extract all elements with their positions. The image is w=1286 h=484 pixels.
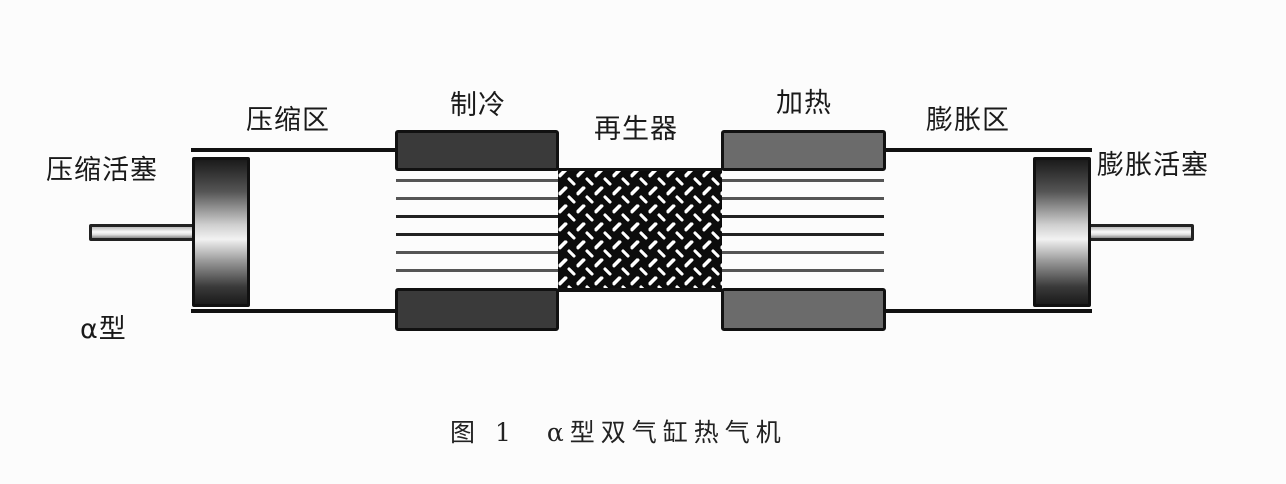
tube (396, 215, 558, 218)
tube (396, 179, 558, 182)
regenerator-mesh (558, 168, 722, 292)
expansion-piston (1033, 157, 1091, 307)
tube (722, 251, 884, 254)
label-expansion-zone: 膨胀区 (926, 105, 1010, 136)
tube (396, 233, 558, 236)
tube (722, 233, 884, 236)
compression-piston-rod (89, 224, 195, 241)
compression-piston (192, 157, 250, 307)
tube (722, 269, 884, 272)
heater-bottom-block (721, 288, 886, 331)
expansion-cylinder-top-wall (882, 148, 1092, 152)
tube (722, 197, 884, 200)
heater-top-block (721, 130, 886, 171)
label-heating: 加热 (776, 88, 832, 119)
label-compression-piston: 压缩活塞 (46, 155, 158, 186)
label-alpha-type: α型 (80, 314, 127, 345)
label-cooling: 制冷 (450, 90, 506, 121)
label-compression-zone: 压缩区 (246, 105, 330, 136)
tube (722, 215, 884, 218)
expansion-piston-rod (1088, 224, 1194, 241)
label-expansion-piston: 膨胀活塞 (1097, 150, 1209, 181)
figure-caption: 图 1 α型双气缸热气机 (450, 413, 787, 449)
figure-title: α型双气缸热气机 (546, 418, 787, 447)
cooler-top-block (395, 130, 559, 171)
compression-cylinder-bottom-wall (191, 309, 401, 313)
label-regenerator: 再生器 (594, 114, 678, 145)
cooler-bottom-block (395, 288, 559, 331)
tube (396, 251, 558, 254)
tube (396, 269, 558, 272)
figure-number: 图 1 (450, 418, 517, 447)
tube (722, 179, 884, 182)
compression-cylinder-top-wall (191, 148, 401, 152)
tube (396, 197, 558, 200)
expansion-cylinder-bottom-wall (882, 309, 1092, 313)
